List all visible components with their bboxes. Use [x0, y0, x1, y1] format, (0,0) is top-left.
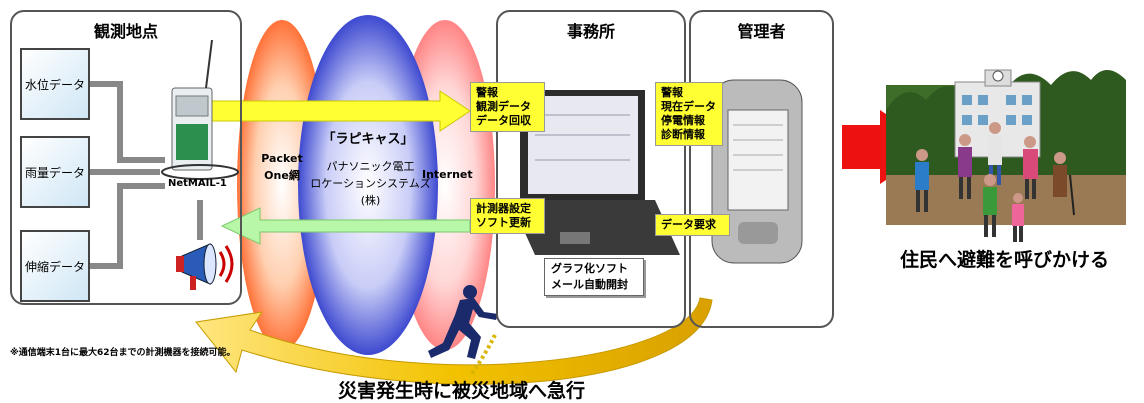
office-panel: 事務所	[496, 10, 686, 328]
running-person-icon	[428, 285, 498, 377]
service-name: 「ラピキャス」	[322, 132, 414, 147]
packet-line1: Packet	[261, 152, 303, 165]
internet-label: Internet	[422, 168, 473, 181]
rush-arrow	[195, 297, 713, 385]
rainfall-sensor: 雨量データ	[20, 136, 90, 208]
incoming-item: 観測データ	[476, 100, 531, 113]
admin-info-item: 警報	[661, 86, 683, 99]
residents-group	[915, 122, 1075, 242]
footnote: ※通信端末1台に最大62台までの計測機器を接続可能。	[10, 348, 236, 358]
administrator-title: 管理者	[737, 22, 786, 41]
incoming-item: 警報	[476, 86, 498, 99]
rainfall-label: 雨量データ	[24, 165, 85, 180]
extensometer-label: 伸縮データ	[24, 259, 85, 274]
megaphone-icon	[176, 243, 234, 290]
water-level-sensor: 水位データ	[20, 48, 90, 120]
netmail-device	[161, 39, 239, 180]
caption-right: 住民へ避難を呼びかける	[900, 249, 1110, 271]
admin-request-box: データ要求	[655, 214, 730, 236]
software-item: グラフ化ソフト	[551, 262, 628, 275]
office-title: 事務所	[566, 22, 615, 41]
laptop-icon	[510, 90, 680, 255]
admin-info-item: 現在データ	[661, 100, 716, 113]
company-line2: ロケーションシステムズ(株)	[310, 177, 431, 207]
caption-bottom: 災害発生時に被災地域へ急行	[338, 380, 586, 402]
admin-request-label: データ要求	[661, 218, 716, 231]
incoming-item: データ回収	[476, 114, 531, 127]
service-ring	[298, 15, 438, 355]
water-level-label: 水位データ	[24, 77, 85, 92]
outgoing-item: ソフト更新	[476, 216, 531, 229]
company-label: パナソニック電工 ロケーションシステムズ(株)	[308, 158, 433, 209]
software-item: メール自動開封	[551, 278, 628, 291]
mobile-phone-icon	[711, 79, 803, 264]
sensor-connectors	[90, 81, 203, 269]
observation-site-title: 観測地点	[93, 22, 158, 41]
office-outgoing-box: 計測器設定 ソフト更新	[470, 198, 545, 234]
admin-info-item: 診断情報	[661, 128, 705, 141]
administrator-panel: 管理者	[689, 10, 834, 328]
packet-network-label: Packet One網	[255, 150, 309, 184]
upload-arrow	[211, 90, 471, 132]
evacuation-scene	[886, 69, 1126, 242]
packet-line2: One網	[264, 169, 300, 182]
device-label: NetMAIL-1	[168, 178, 227, 189]
admin-info-item: 停電情報	[661, 114, 705, 127]
observation-site-panel: 観測地点	[10, 10, 242, 305]
office-incoming-box: 警報 観測データ データ回収	[470, 82, 545, 132]
outgoing-item: 計測器設定	[476, 202, 531, 215]
extensometer-sensor: 伸縮データ	[20, 230, 90, 302]
admin-info-box: 警報 現在データ 停電情報 診断情報	[655, 82, 723, 146]
office-software-box: グラフ化ソフト メール自動開封	[544, 258, 644, 296]
company-line1: パナソニック電工	[326, 160, 415, 173]
